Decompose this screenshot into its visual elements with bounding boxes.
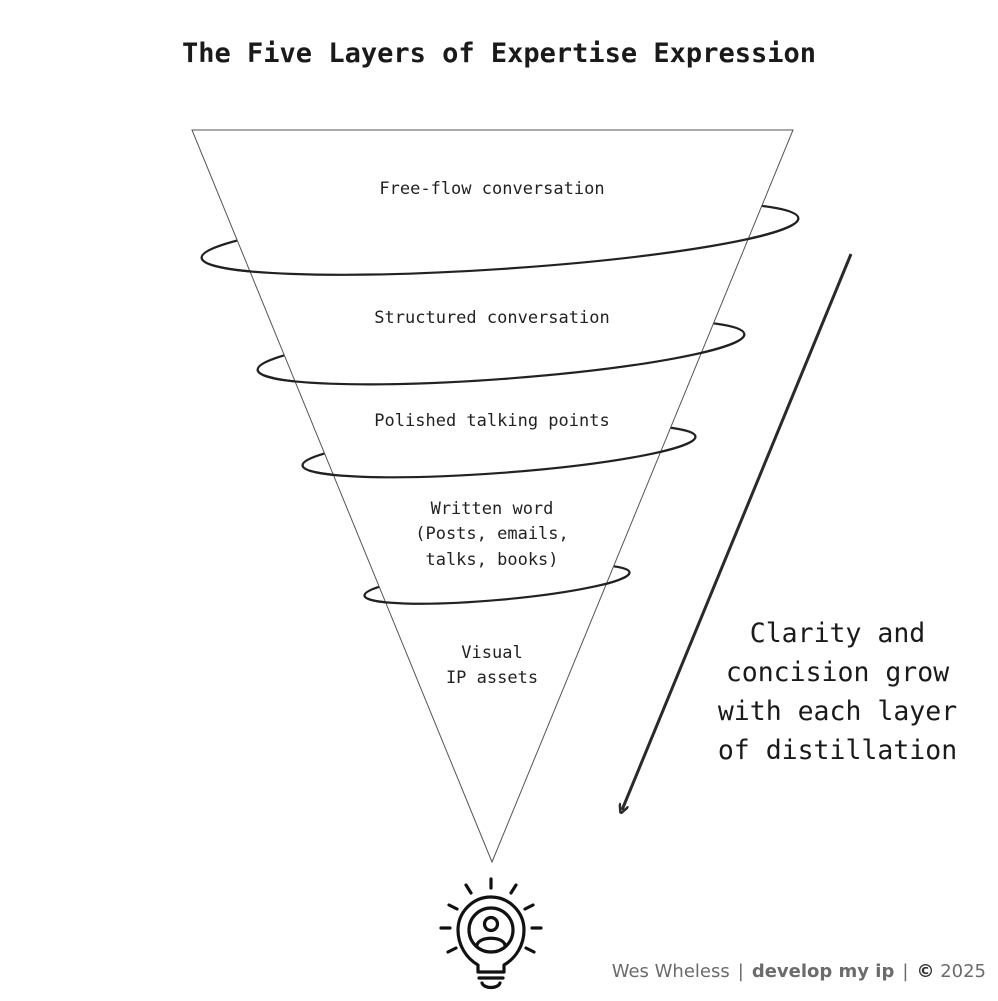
note-line-1: Clarity and bbox=[749, 618, 926, 649]
layer-3-label: Polished talking points bbox=[374, 411, 609, 431]
layer-4-label-line-3: talks, books) bbox=[425, 550, 558, 570]
copyright-icon: © bbox=[916, 961, 935, 982]
layer-5-label-line-2: IP assets bbox=[446, 668, 538, 688]
layer-4-label-line-2: (Posts, emails, bbox=[415, 524, 569, 544]
footer-separator: | bbox=[902, 961, 909, 982]
footer-author: Wes Wheless bbox=[611, 961, 730, 982]
note-line-2: concision grow bbox=[725, 657, 950, 688]
page-title: The Five Layers of Expertise Expression bbox=[182, 38, 816, 69]
funnel-shape bbox=[191, 129, 794, 864]
footer-credit: Wes Wheless | develop my ip | © 2025 bbox=[612, 961, 986, 982]
layer-1-label: Free-flow conversation bbox=[379, 179, 604, 199]
distillation-note: Clarity and concision grow with each lay… bbox=[690, 614, 985, 770]
footer-brand: develop my ip bbox=[751, 961, 895, 982]
note-line-3: with each layer bbox=[717, 696, 958, 727]
layer-5-label-line-1: Visual bbox=[461, 643, 522, 663]
note-line-4: of distillation bbox=[717, 735, 958, 766]
footer-year: 2025 bbox=[940, 961, 986, 982]
footer-separator: | bbox=[737, 961, 744, 982]
layer-4-label-line-1: Written word bbox=[431, 499, 554, 519]
lightbulb-person-icon bbox=[439, 877, 543, 990]
layer-2-label: Structured conversation bbox=[374, 308, 609, 328]
distillation-arrow bbox=[622, 253, 853, 810]
